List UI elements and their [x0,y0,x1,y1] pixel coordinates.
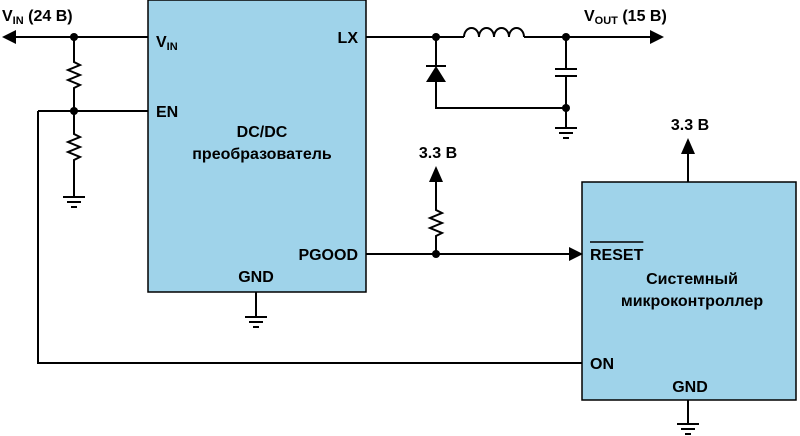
pullup-supply-arrow [429,166,443,182]
mcu-supply-arrow [681,138,695,154]
mcu-pin-gnd: GND [672,379,708,396]
pullup-resistor [427,180,445,254]
mcu-pin-reset: RESET [590,247,644,264]
divider-ground-symbol [63,196,85,208]
mcu-title-line2: микроконтроллер [621,293,763,310]
reset-arrow [569,247,583,261]
diode-symbol [426,66,446,82]
mcu-ground-symbol [677,423,699,435]
mcu-pin-on: ON [590,356,614,373]
diode-wire-bottom [435,82,566,109]
dcdc-pin-vin: VIN [156,34,178,53]
vin-label: VIN (24 В) [2,8,73,27]
dcdc-pin-gnd: GND [238,269,274,286]
dcdc-pin-lx: LX [338,30,359,47]
cap-ground-junction-dot [562,104,570,112]
dcdc-title-line1: DC/DC [237,124,288,141]
vin-arrow [2,30,16,44]
vout-arrow [650,30,664,44]
mcu-title-line1: Системный [646,271,738,288]
dcdc-converter-block [147,0,367,293]
dcdc-title-line2: преобразователь [192,146,332,163]
inductor [463,27,525,38]
mcu-supply-label: 3.3 В [671,117,709,134]
divider-resistor-top [65,37,83,111]
output-ground-symbol [555,127,577,139]
dcdc-pin-pgood: PGOOD [298,247,358,264]
dcdc-pin-en: EN [156,104,178,121]
dcdc-ground-symbol [245,316,267,328]
divider-resistor-bottom [65,111,83,196]
pullup-supply-label: 3.3 В [419,145,457,162]
vout-label: VOUT (15 В) [584,8,667,27]
mcu-block [581,181,797,401]
on-wire [37,111,582,364]
